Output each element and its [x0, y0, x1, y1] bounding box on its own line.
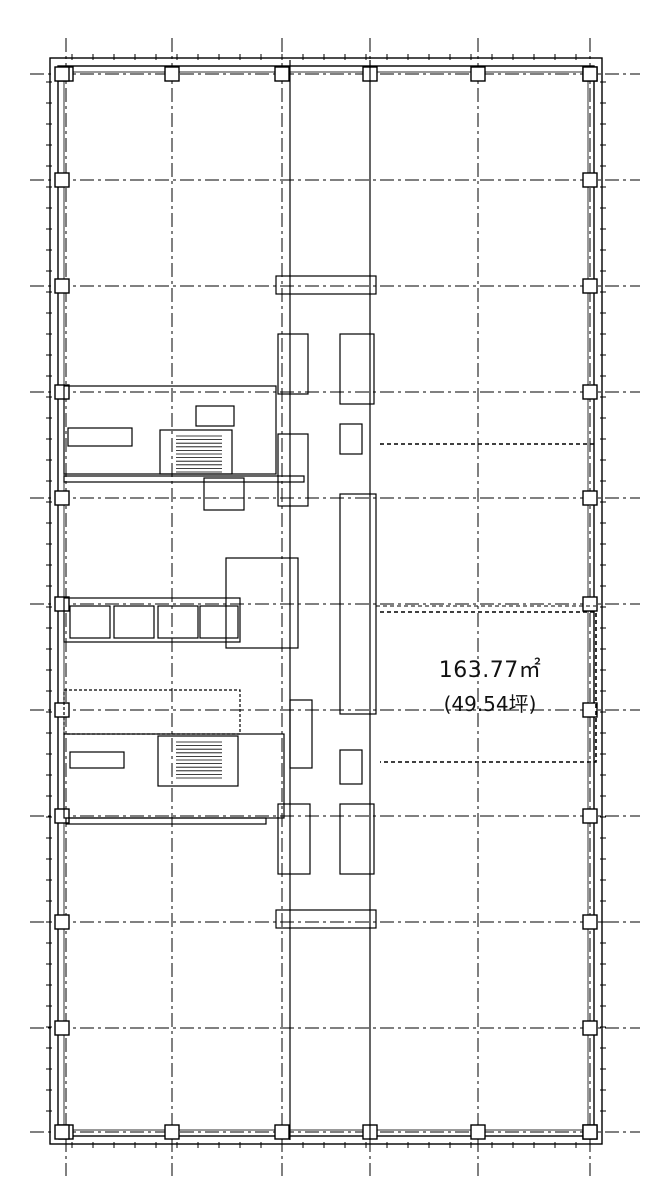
- column: [582, 1124, 598, 1140]
- column: [582, 490, 598, 506]
- column: [582, 596, 598, 612]
- column: [54, 914, 70, 930]
- building-core: [63, 60, 377, 1140]
- lease-area-sqm-label: 163.77㎡: [438, 658, 542, 683]
- column: [582, 66, 598, 82]
- lease-area-tsubo-label: (49.54坪): [443, 692, 537, 716]
- column: [274, 1124, 290, 1140]
- column: [582, 1020, 598, 1036]
- column: [582, 172, 598, 188]
- structural-grid: [30, 38, 640, 1176]
- lease-area-outline: [376, 443, 597, 763]
- column: [582, 278, 598, 294]
- building-outline: [49, 57, 603, 1145]
- column: [54, 490, 70, 506]
- staircases: [176, 435, 222, 779]
- columns: [54, 66, 598, 1140]
- column: [164, 1124, 180, 1140]
- column: [54, 66, 70, 82]
- column: [54, 808, 70, 824]
- column: [470, 1124, 486, 1140]
- column: [54, 384, 70, 400]
- column: [164, 66, 180, 82]
- column: [54, 1124, 70, 1140]
- column: [54, 278, 70, 294]
- column: [54, 172, 70, 188]
- column: [582, 702, 598, 718]
- column: [582, 384, 598, 400]
- column: [582, 914, 598, 930]
- column: [582, 808, 598, 824]
- column: [54, 702, 70, 718]
- column: [54, 596, 70, 612]
- window-mullions: [46, 54, 606, 1148]
- column: [54, 1020, 70, 1036]
- column: [470, 66, 486, 82]
- column: [274, 66, 290, 82]
